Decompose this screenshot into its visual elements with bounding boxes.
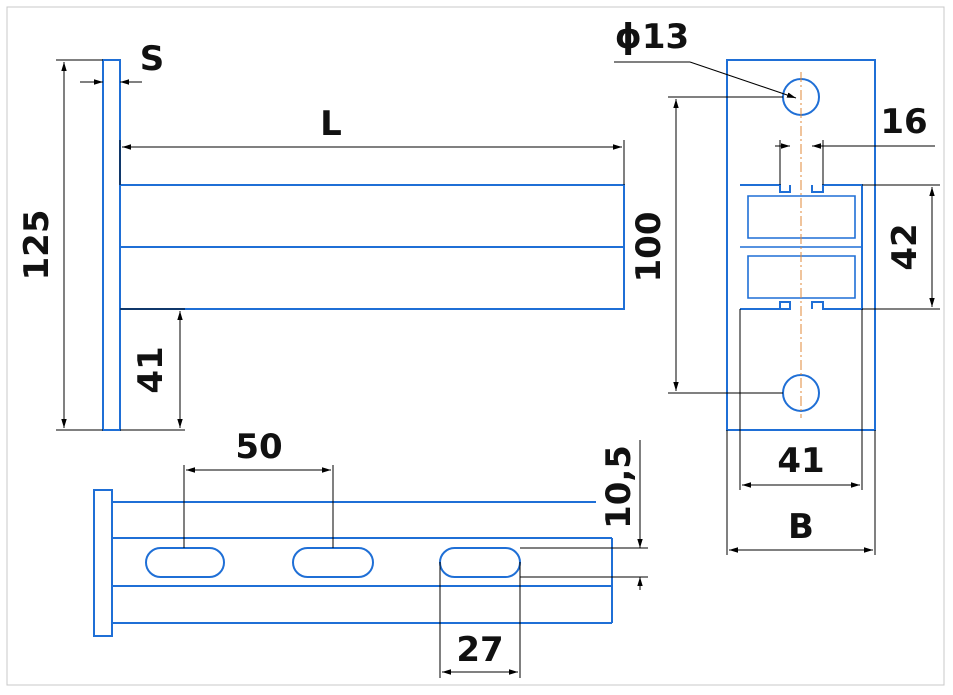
label-10-5: 10,5 — [599, 445, 639, 529]
side-view: S L 125 41 100 — [17, 39, 669, 431]
front-view: ϕ13 16 42 41 B — [614, 17, 940, 555]
label-16: 16 — [880, 102, 927, 142]
channel-top-section — [747, 195, 856, 239]
channel-bottom-section — [747, 255, 856, 299]
label-42: 42 — [885, 223, 925, 270]
label-100: 100 — [629, 212, 669, 283]
leader-phi13 — [689, 61, 797, 99]
slot-2 — [292, 547, 374, 578]
drawing-border — [6, 6, 945, 686]
base-plate-top — [93, 489, 113, 637]
label-phi13: ϕ13 — [615, 17, 689, 57]
label-s: S — [140, 39, 165, 79]
label-41-bottom: 41 — [777, 441, 824, 481]
label-l: L — [320, 104, 342, 144]
top-view: 50 10,5 27 — [93, 427, 648, 678]
slot-3 — [439, 547, 521, 578]
label-41-left: 41 — [131, 346, 171, 393]
base-plate-front — [726, 59, 876, 431]
label-b: B — [788, 507, 814, 547]
slot-1 — [145, 547, 225, 578]
base-plate-side — [102, 59, 121, 431]
label-50: 50 — [235, 427, 282, 467]
label-27: 27 — [456, 630, 503, 670]
label-125: 125 — [17, 210, 57, 281]
